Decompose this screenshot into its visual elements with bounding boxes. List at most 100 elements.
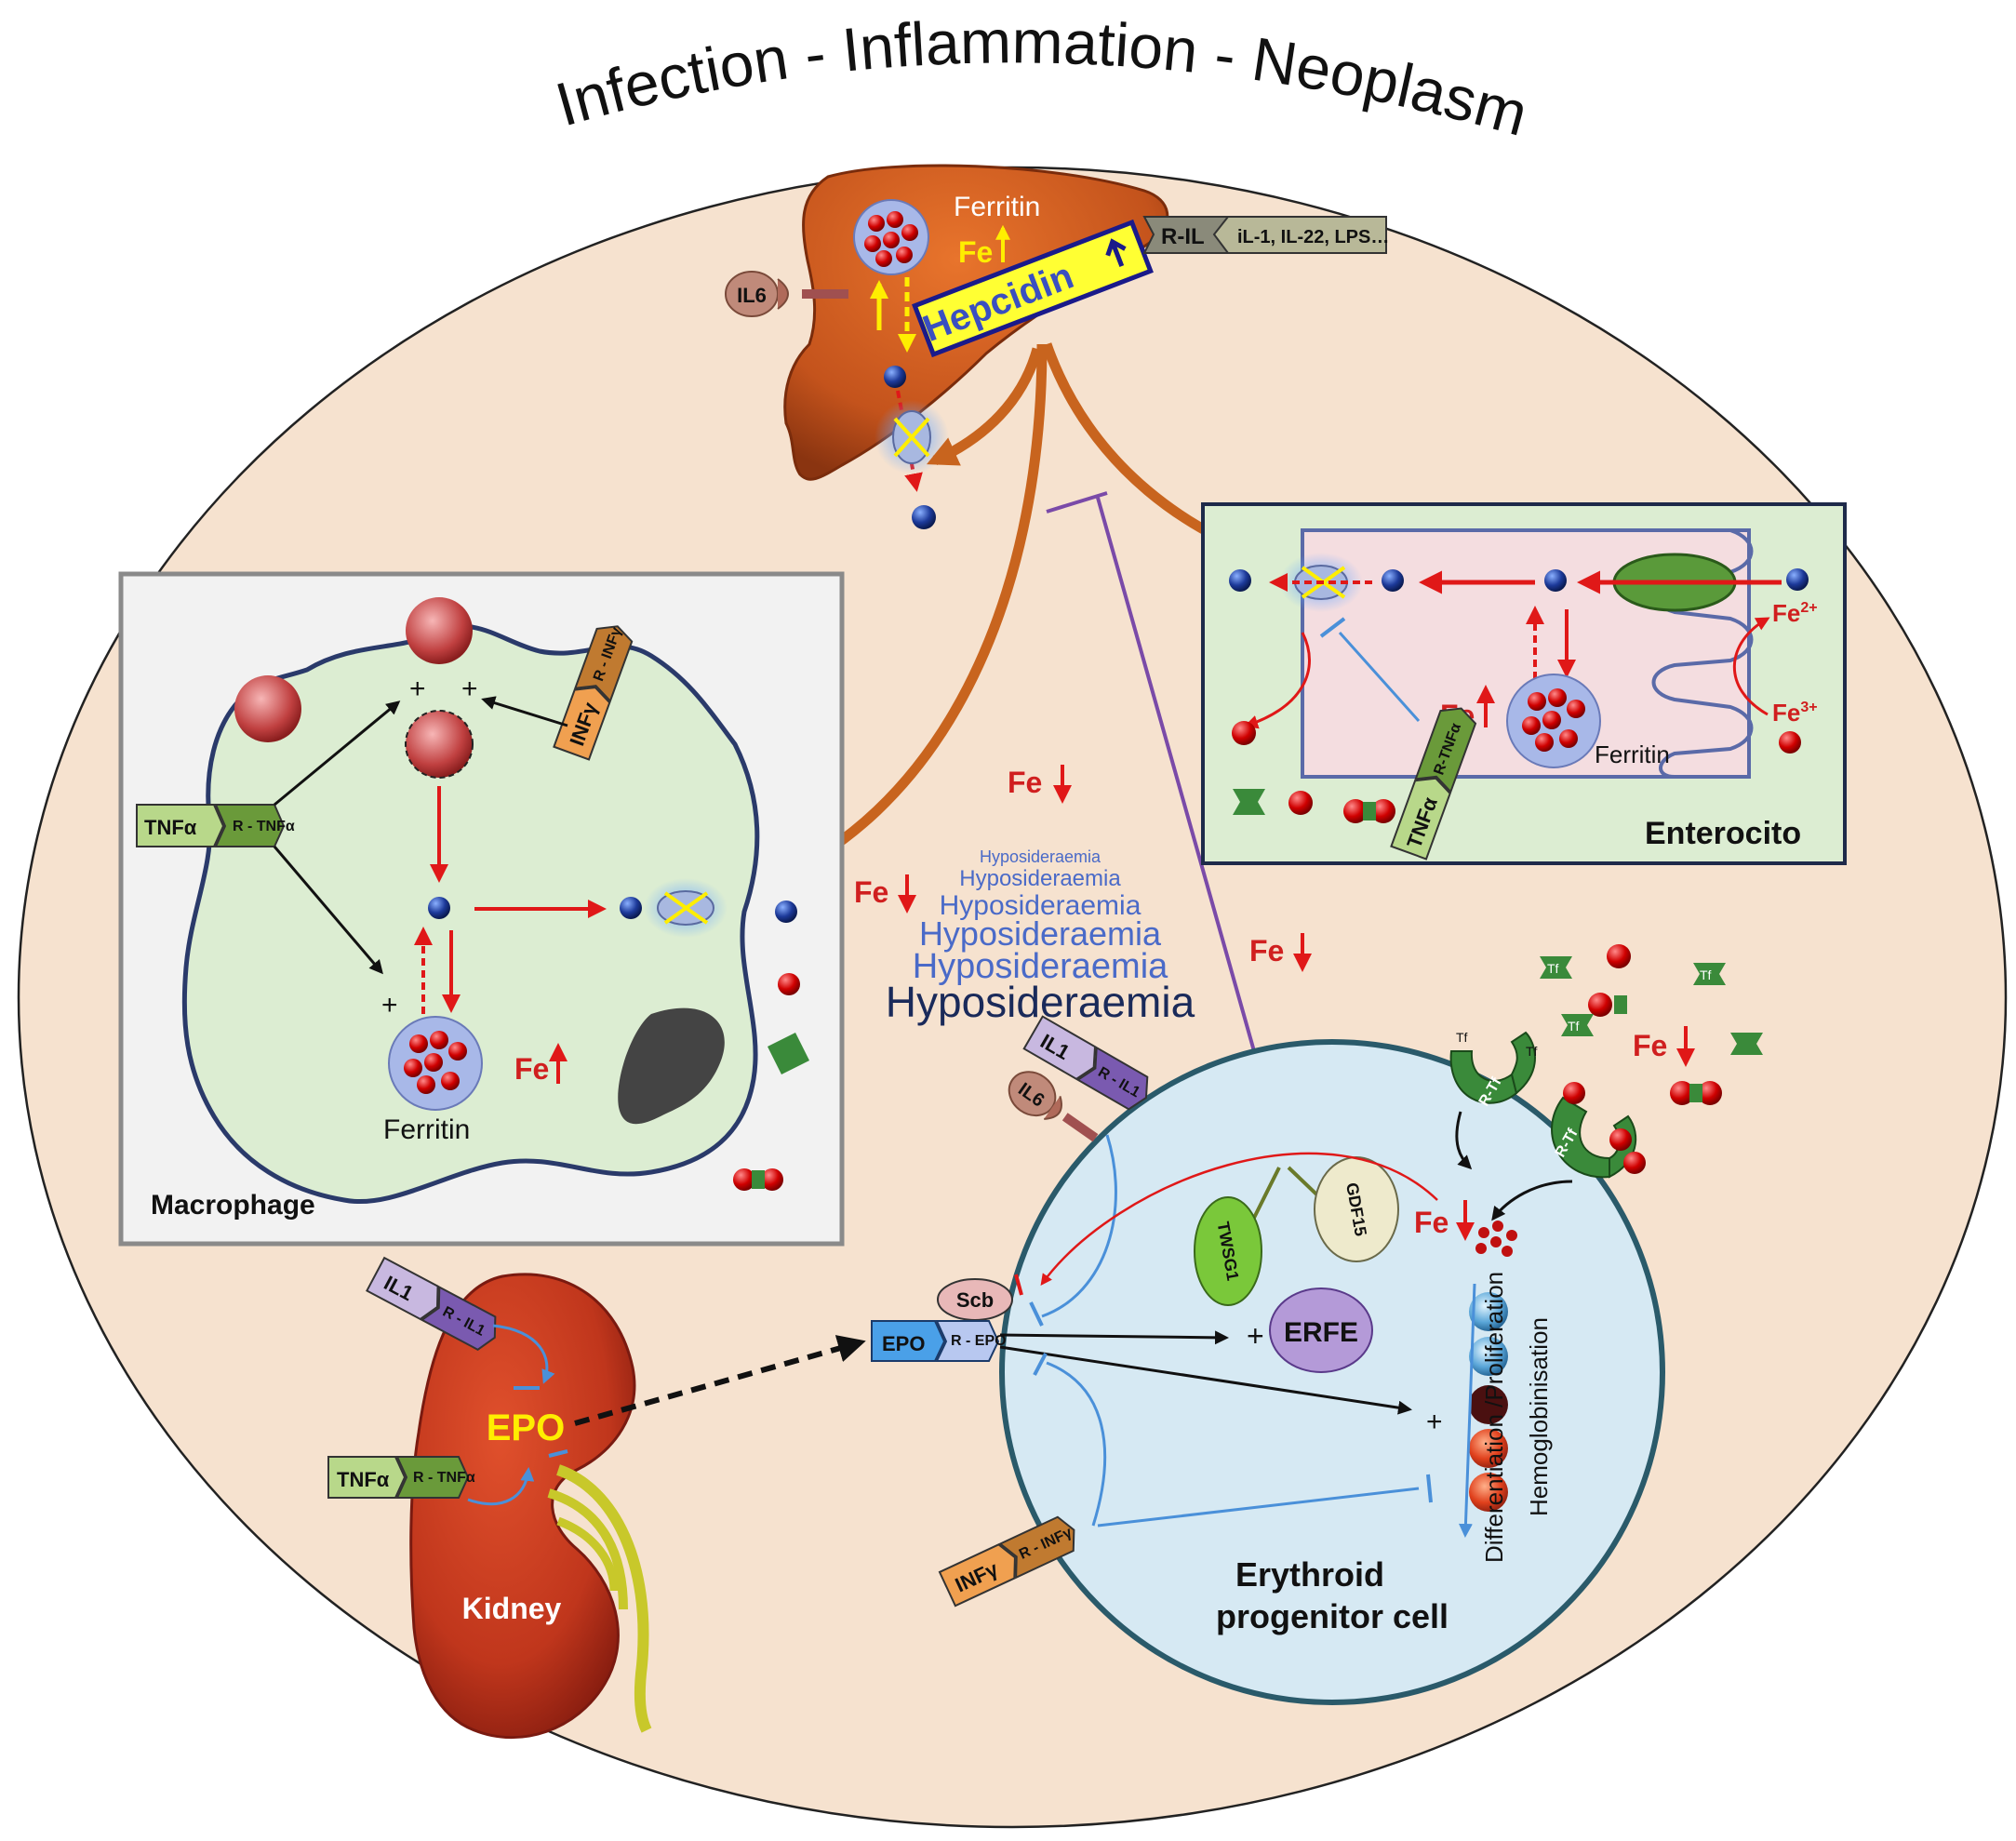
erythroid-stage-1 [1469,1292,1508,1331]
erythroid-iron-pool [1475,1221,1517,1257]
liver: Ferritin Fe Hepcidin IL6 R-IL iL-1, IL-2… [725,164,1389,529]
senescent-erythrocyte-2 [406,597,473,664]
erythroid-stage-5 [1469,1473,1508,1512]
tnf-to-ferritin-arrow [273,846,383,975]
infy-to-phagocytosis-arrow [481,696,568,727]
enterocyte-holo-transferrin [1343,799,1395,823]
tf-free-1: Tf [1547,961,1559,976]
erfe-inhibit-bar [1046,491,1108,514]
fe-deficiency-inhibit-bar [1014,1274,1023,1296]
enterocyte-luminal-fe3 [1779,731,1801,754]
kidney-tnf-receptor: TNFα R - TNFα [327,1456,475,1499]
enterocyte-label: Enterocito [1645,816,1801,851]
erythroid-plus-2: + [1426,1407,1443,1437]
erfe-protein [1269,1287,1373,1373]
tnf-to-phagocytosis-arrow [274,700,401,807]
enterocyte-oxidation-arrow [1244,632,1311,729]
kidney-il1-receptor: IL1 R - IL1 [366,1256,497,1352]
enterocyte-reduction-arrow [1732,617,1770,716]
infy-inhibit-differentiation-bar [1426,1474,1433,1503]
hyposideraemia-4: Hyposideraemia [919,914,1162,953]
hyposideraemia-2: Hyposideraemia [959,866,1121,891]
enterocyte-fe2-label: Fe2+ [1772,599,1818,627]
enterocyte-fe3-label: Fe3+ [1772,699,1818,727]
il-inhibit-epo-arrow [1041,1134,1117,1318]
plasma-fe-label-c: Fe [1249,934,1284,967]
macrophage-label: Macrophage [151,1190,315,1221]
liver-ril-label: R-IL [1161,224,1205,249]
erythroid-stage-3 [1469,1385,1508,1424]
kidney-tnf-label: TNFα [337,1468,390,1491]
enterocyte-ferritin-label: Ferritin [1595,740,1670,768]
erythroid-plus-1: + [1247,1319,1264,1353]
differentiation-flow-arrow [1458,1283,1476,1538]
enterocyte-luminal-iron [1786,568,1809,591]
tf-on-receptor-2: Tf [1526,1044,1538,1059]
infy-inhibit-differentiation-arrow [1097,1487,1420,1527]
macrophage-iron-dot [428,897,450,919]
epo-circulation-arrow [574,1335,866,1426]
enterocyte-basolateral-iron [1232,721,1256,745]
kidney-ureter-3 [556,1516,619,1592]
enterocyte-iron-dot-3 [1229,569,1251,592]
kidney: EPO Kidney IL1 R - IL1 TNFα R - TNFα [327,1256,652,1740]
plasma-fe-label-d: Fe [1633,1029,1667,1062]
diagram-title: Infection - Inflammation - Neoplasm [548,7,1534,149]
kidney-rtnf-label: R - TNFα [413,1470,475,1486]
macrophage-ferroportin-iron-out [775,900,797,923]
kidney-label: Kidney [462,1592,562,1625]
infy-inhibit-epo-bar [1033,1353,1048,1376]
epo-to-erfe-arrow [999,1330,1229,1345]
macrophage-cell [181,623,760,1204]
enterocyte-transferrin-icon [1233,789,1265,815]
erythroid-fe-label: Fe [1414,1206,1449,1239]
senescent-erythrocyte-1 [234,675,301,742]
tf-uptake-arrow-1 [1455,1111,1473,1170]
transferrin-receptor-1: R-Tf Tf Tf [1449,1030,1538,1109]
liver-iron-dot [884,366,906,388]
macrophage-holo-transferrin [733,1168,783,1191]
tnf-inhibit-bar [1319,617,1346,638]
macrophage-plus-1: + [409,674,426,704]
hyposideraemia-5: Hyposideraemia [913,947,1168,986]
macrophage-free-iron [778,973,800,995]
macrophage-ferritin [388,1016,483,1111]
macrophage-plus-2: + [461,674,478,704]
hemoglobinisation-label: Hemoglobinisation [1525,1317,1553,1516]
erythroid-epo-receptor: EPO R - EPO [871,1320,1007,1362]
macrophage-panel: Macrophage + + TNFα R - TNFα INFγ R - IN… [118,571,845,1247]
enterocyte-panel: Ferritin Fe Fe2+ Fe3+ TNFα R-TNFα Entero… [1201,502,1847,865]
hepcidin-up-icon [1105,238,1127,267]
liver-il6-label: IL6 [737,284,767,307]
tf-on-receptor-1: Tf [1456,1030,1468,1045]
liver-ferritin-label: Ferritin [954,192,1040,222]
il-inhibit-bar [1029,1301,1044,1327]
macrophage-rtnf-label: R - TNFα [233,819,295,834]
epo-to-differentiation-arrow [999,1345,1412,1415]
tf-uptake-arrow-2 [1491,1180,1573,1221]
kidney-ureter-2 [547,1488,628,1610]
kidney-ureter-1 [555,1464,652,1733]
erythroid-stage-4 [1469,1429,1508,1468]
tnf-inhibit-ferroportin-arrow [1338,631,1421,723]
hyposideraemia-1: Hyposideraemia [980,847,1101,866]
plasma-fe-label-b: Fe [854,875,888,909]
macrophage-tnf-label: TNFα [144,816,197,839]
erythroid-label-1: Erythroid [1235,1555,1384,1594]
infy-inhibit-epo-arrow [1046,1361,1107,1527]
enterocyte-ferritin [1506,674,1601,768]
hepcidin-to-liver-arrow [926,347,1043,466]
erythroid-il6-receptor: IL6 [1008,1071,1099,1142]
kidney-il1-inhibit-arrow [492,1324,555,1384]
erythroid-label-2: progenitor cell [1216,1597,1449,1635]
erythroid-stage-2 [1469,1337,1508,1376]
differentiation-label: Differentiation /Proliferation [1480,1272,1508,1563]
liver-fe-label: Fe [958,235,993,269]
tf-free-3: Tf [1568,1019,1580,1034]
tf-free-2: Tf [1700,967,1712,982]
macrophage-plus-3: + [381,990,398,1021]
macrophage-nucleus [618,1007,725,1125]
erythroid-repo-label: R - EPO [951,1333,1007,1349]
kidney-tnf-inhibit-arrow [467,1467,535,1506]
